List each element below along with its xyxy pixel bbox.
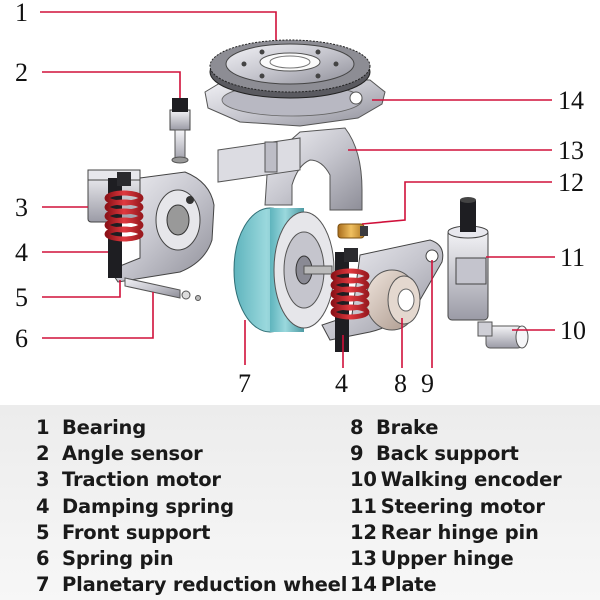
legend-label: Walking encoder xyxy=(380,468,562,492)
callout-labels: 1 2 3 4 5 6 7 4 8 9 10 11 12 13 14 xyxy=(15,0,586,398)
legend-item: 1 Bearing xyxy=(36,415,347,441)
legend-number: 4 xyxy=(36,494,50,518)
callout-12: 12 xyxy=(558,168,584,197)
callout-2: 2 xyxy=(15,58,28,87)
legend-label: Steering motor xyxy=(380,494,545,518)
legend-number: 9 xyxy=(350,442,364,466)
callout-10: 10 xyxy=(560,316,586,345)
angle-sensor xyxy=(169,98,191,164)
legend-label: Brake xyxy=(376,416,439,439)
legend-number: 13 xyxy=(350,546,377,570)
legend-number: 2 xyxy=(36,442,50,466)
legend-item: 2 Angle sensor xyxy=(36,441,347,467)
legend-label: Back support xyxy=(376,442,519,466)
spring-pin xyxy=(124,277,201,301)
legend-label: Traction motor xyxy=(62,468,221,492)
exploded-diagram: 1 2 3 4 5 6 7 4 8 9 10 11 12 13 14 xyxy=(15,0,586,398)
front-support xyxy=(109,171,215,283)
bearing xyxy=(209,39,371,99)
legend-item: 6 Spring pin xyxy=(36,546,347,572)
legend-label: Angle sensor xyxy=(62,442,203,466)
callout-14: 14 xyxy=(558,86,584,115)
steering-motor xyxy=(447,197,489,321)
walking-encoder xyxy=(477,321,529,349)
callout-7: 7 xyxy=(238,369,251,398)
legend-item: 9 Back support xyxy=(350,441,562,467)
legend-item: 7 Planetary reduction wheel xyxy=(36,572,347,598)
leader-lines xyxy=(40,11,555,368)
parts-legend: 1 Bearing 2 Angle sensor 3 Traction motor 4… xyxy=(0,405,600,600)
legend-label: Spring pin xyxy=(62,546,174,570)
legend-label: Upper hinge xyxy=(380,546,514,570)
callout-4-left: 4 xyxy=(15,238,28,267)
legend-label: Front support xyxy=(62,520,211,544)
callout-1: 1 xyxy=(15,0,28,27)
legend-column-left: 1 Bearing 2 Angle sensor 3 Traction motor 4… xyxy=(36,415,347,598)
legend-number: 6 xyxy=(36,546,50,570)
callout-9: 9 xyxy=(421,369,434,398)
brake xyxy=(365,269,421,331)
callout-11: 11 xyxy=(560,243,585,272)
legend-number: 12 xyxy=(350,520,377,544)
legend-label: Planetary reduction wheel xyxy=(62,573,348,597)
legend-label: Damping spring xyxy=(62,494,234,518)
callout-8: 8 xyxy=(394,369,407,398)
legend-item: 3 Traction motor xyxy=(36,467,347,493)
callout-6: 6 xyxy=(15,324,28,353)
legend-number: 8 xyxy=(350,416,364,439)
legend-number: 5 xyxy=(36,520,50,544)
callout-5: 5 xyxy=(15,283,28,312)
rear-hinge-pin xyxy=(337,223,368,239)
legend-item: 4 Damping spring xyxy=(36,494,347,520)
legend-item: 8 Brake xyxy=(350,415,562,441)
upper-hinge xyxy=(217,127,363,211)
callout-3: 3 xyxy=(15,193,28,222)
legend-label: Rear hinge pin xyxy=(380,520,539,544)
legend-label: Bearing xyxy=(62,416,146,439)
planetary-reduction-wheel xyxy=(233,207,335,333)
damping-spring-right xyxy=(330,248,370,352)
legend-number: 14 xyxy=(350,573,377,597)
legend-number: 3 xyxy=(36,468,50,492)
legend-number: 1 xyxy=(36,416,50,439)
legend-number: 10 xyxy=(350,468,377,492)
legend-number: 11 xyxy=(350,494,377,518)
damping-spring-left xyxy=(104,172,144,278)
legend-label: Plate xyxy=(380,573,437,597)
legend-item: 5 Front support xyxy=(36,520,347,546)
callout-13: 13 xyxy=(558,136,584,165)
callout-4-right: 4 xyxy=(335,369,348,398)
legend-number: 7 xyxy=(36,573,50,597)
